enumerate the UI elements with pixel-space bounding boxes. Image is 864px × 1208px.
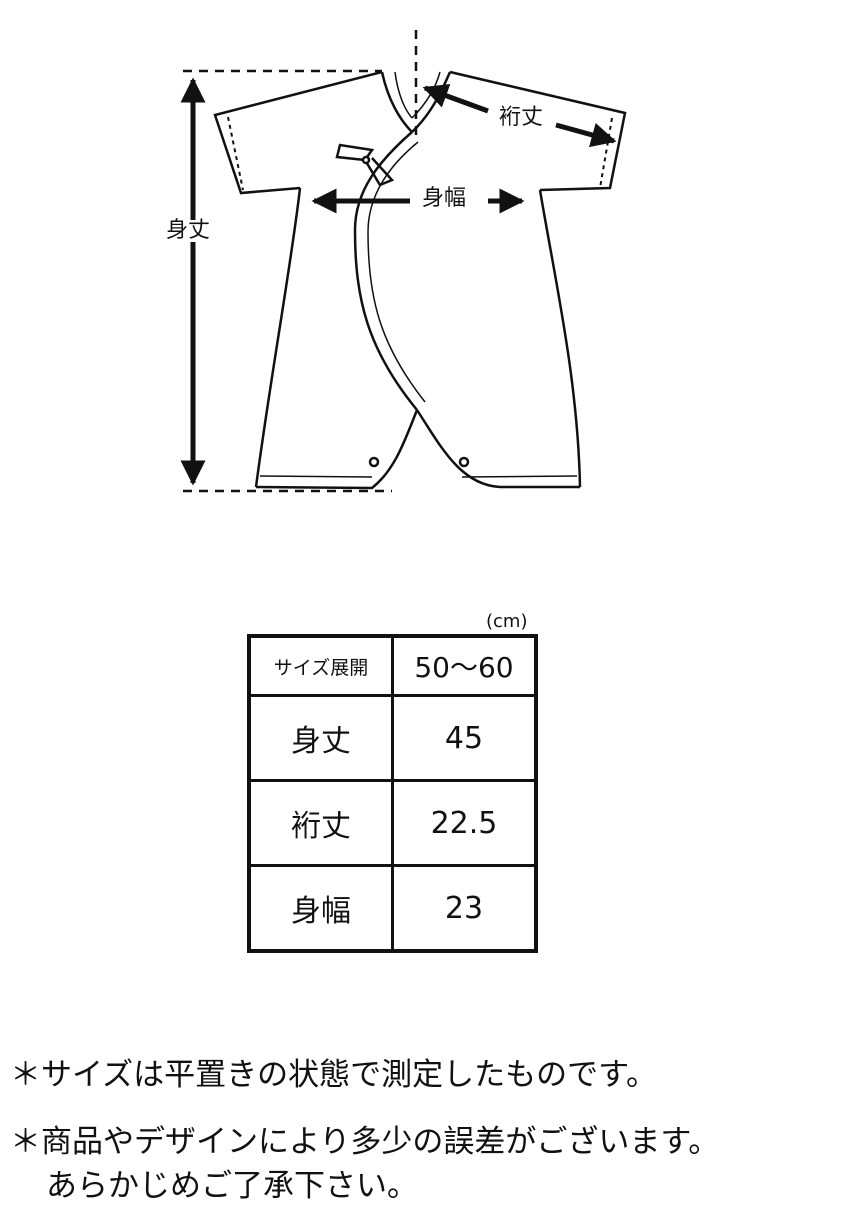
garment-outline <box>213 70 627 490</box>
stitch-lines <box>227 116 613 191</box>
guide-lines <box>183 30 418 493</box>
row-label-cell: 裄丈 <box>247 779 394 867</box>
row-label-cell: 身幅 <box>247 864 394 953</box>
row-value-cell: 23 <box>391 864 538 953</box>
table-row: 身丈 45 <box>247 694 538 782</box>
header-size-cell: 50〜60 <box>391 634 538 697</box>
table-row: 裄丈 22.5 <box>247 779 538 867</box>
note-measurement: ＊サイズは平置きの状態で測定したものです。 <box>10 1053 657 1097</box>
body-width-label: 身幅 <box>422 186 467 211</box>
body-length-label: 身丈 <box>166 218 211 243</box>
garment-diagram <box>180 30 627 493</box>
row-value-cell: 45 <box>391 694 538 782</box>
dimension-arrows <box>180 77 617 486</box>
sleeve-length-label: 裄丈 <box>499 105 544 130</box>
row-label-cell: 身丈 <box>247 694 394 782</box>
note-variance: ＊商品やデザインにより多少の誤差がございます。 あらかじめご了承下さい。 <box>10 1120 719 1208</box>
header-label-cell: サイズ展開 <box>247 634 394 697</box>
sleeve-arrow-right <box>555 122 617 148</box>
unit-label: (cm) <box>486 611 528 632</box>
table-row: 身幅 23 <box>247 864 538 953</box>
table-header-row: サイズ展開 50〜60 <box>247 634 538 697</box>
row-value-cell: 22.5 <box>391 779 538 867</box>
sleeve-arrow-left <box>422 83 489 114</box>
note-line: ＊サイズは平置きの状態で測定したものです。 <box>10 1057 657 1093</box>
note-line: あらかじめご了承下さい。 <box>46 1168 418 1204</box>
size-table: サイズ展開 50〜60 身丈 45 裄丈 22.5 身幅 23 <box>247 634 538 953</box>
note-line: ＊商品やデザインにより多少の誤差がございます。 <box>10 1124 720 1160</box>
